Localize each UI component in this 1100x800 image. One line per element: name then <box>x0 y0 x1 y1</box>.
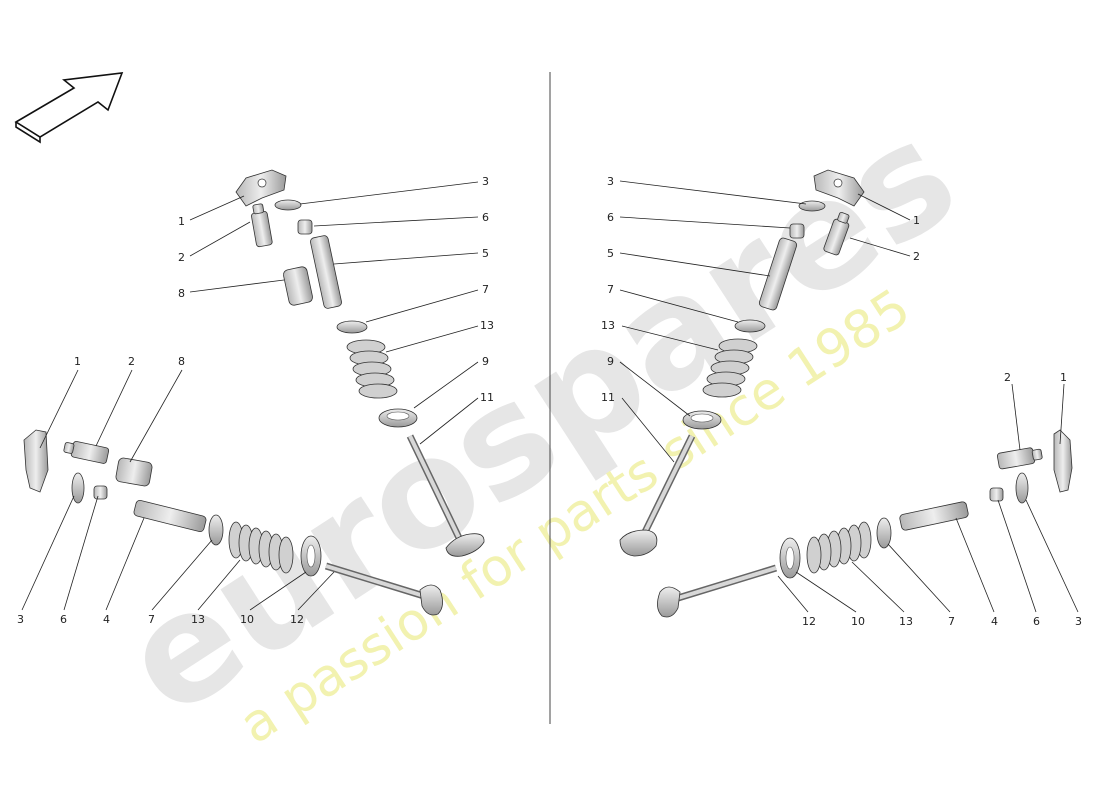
callout-13: 13 <box>191 613 205 626</box>
callout-9: 9 <box>607 355 614 368</box>
tappet-part <box>283 266 313 306</box>
rocker-arm-part <box>1053 429 1073 493</box>
valve-spring-part <box>806 521 872 574</box>
lash-adjuster-part <box>996 447 1043 470</box>
callout-2: 2 <box>1004 371 1011 384</box>
spring-seat-part <box>1015 472 1029 504</box>
lash-adjuster-part <box>63 441 110 464</box>
left-exploded-assembly: 1 2 8 3 6 4 7 13 10 12 <box>17 355 443 626</box>
callout-11: 11 <box>480 391 494 404</box>
retainer-part <box>208 514 224 546</box>
retainer-part <box>336 320 368 334</box>
valve-guide-part <box>133 499 207 533</box>
retainer-part <box>734 319 766 333</box>
callout-2: 2 <box>178 251 185 264</box>
callout-6: 6 <box>607 211 614 224</box>
callout-7: 7 <box>148 613 155 626</box>
callout-7: 7 <box>948 615 955 628</box>
callout-1: 1 <box>1060 371 1067 384</box>
callout-2: 2 <box>913 250 920 263</box>
callout-13: 13 <box>899 615 913 628</box>
right-exploded-assembly: 2 1 12 10 13 7 4 6 3 <box>657 371 1082 628</box>
callout-1: 1 <box>74 355 81 368</box>
callout-4: 4 <box>991 615 998 628</box>
tappet-part <box>115 457 153 487</box>
rocker-arm-part <box>235 169 287 207</box>
callout-3: 3 <box>17 613 24 626</box>
callout-3: 3 <box>607 175 614 188</box>
right-valve-assembly: 3 6 5 7 13 9 11 1 2 <box>601 169 920 557</box>
callout-12: 12 <box>802 615 816 628</box>
callout-3: 3 <box>1075 615 1082 628</box>
lash-adjuster-part <box>823 212 850 256</box>
valve-guide-part <box>899 501 969 531</box>
callout-1: 1 <box>178 215 185 228</box>
valve-spring-part <box>228 521 294 574</box>
valve-seal-part <box>989 487 1004 502</box>
callout-13: 13 <box>480 319 494 332</box>
callout-5: 5 <box>482 247 489 260</box>
left-valve-assembly: 1 2 8 3 6 5 7 13 9 11 <box>178 169 494 557</box>
valve-seal-part <box>93 485 108 500</box>
callout-8: 8 <box>178 287 185 300</box>
valve-spring-part <box>346 339 398 399</box>
valve-part <box>324 562 443 616</box>
valve-guide-part <box>310 235 342 309</box>
callout-11: 11 <box>601 391 615 404</box>
callout-3: 3 <box>482 175 489 188</box>
callout-5: 5 <box>607 247 614 260</box>
callout-4: 4 <box>103 613 110 626</box>
spring-seat-part <box>71 472 85 504</box>
callout-6: 6 <box>482 211 489 224</box>
direction-arrow-icon <box>14 72 124 144</box>
valve-guide-part <box>758 237 798 311</box>
rocker-arm-part <box>813 169 865 207</box>
callout-6: 6 <box>1033 615 1040 628</box>
retainer-part <box>876 517 892 549</box>
valve-part <box>619 434 696 557</box>
callout-7: 7 <box>482 283 489 296</box>
valve-seal-part <box>297 219 313 235</box>
callout-10: 10 <box>851 615 865 628</box>
valve-spring-part <box>702 338 758 398</box>
callout-9: 9 <box>482 355 489 368</box>
callout-6: 6 <box>60 613 67 626</box>
callout-2: 2 <box>128 355 135 368</box>
spring-seat-part <box>798 200 826 212</box>
valve-part <box>406 434 485 557</box>
callout-1: 1 <box>913 214 920 227</box>
lash-adjuster-part <box>251 203 273 248</box>
spring-seat-part <box>274 199 302 211</box>
callout-8: 8 <box>178 355 185 368</box>
rocker-arm-part <box>23 429 49 493</box>
valve-seal-part <box>789 223 805 239</box>
callout-7: 7 <box>607 283 614 296</box>
valve-part <box>657 564 778 618</box>
callout-12: 12 <box>290 613 304 626</box>
callout-13: 13 <box>601 319 615 332</box>
callout-10: 10 <box>240 613 254 626</box>
